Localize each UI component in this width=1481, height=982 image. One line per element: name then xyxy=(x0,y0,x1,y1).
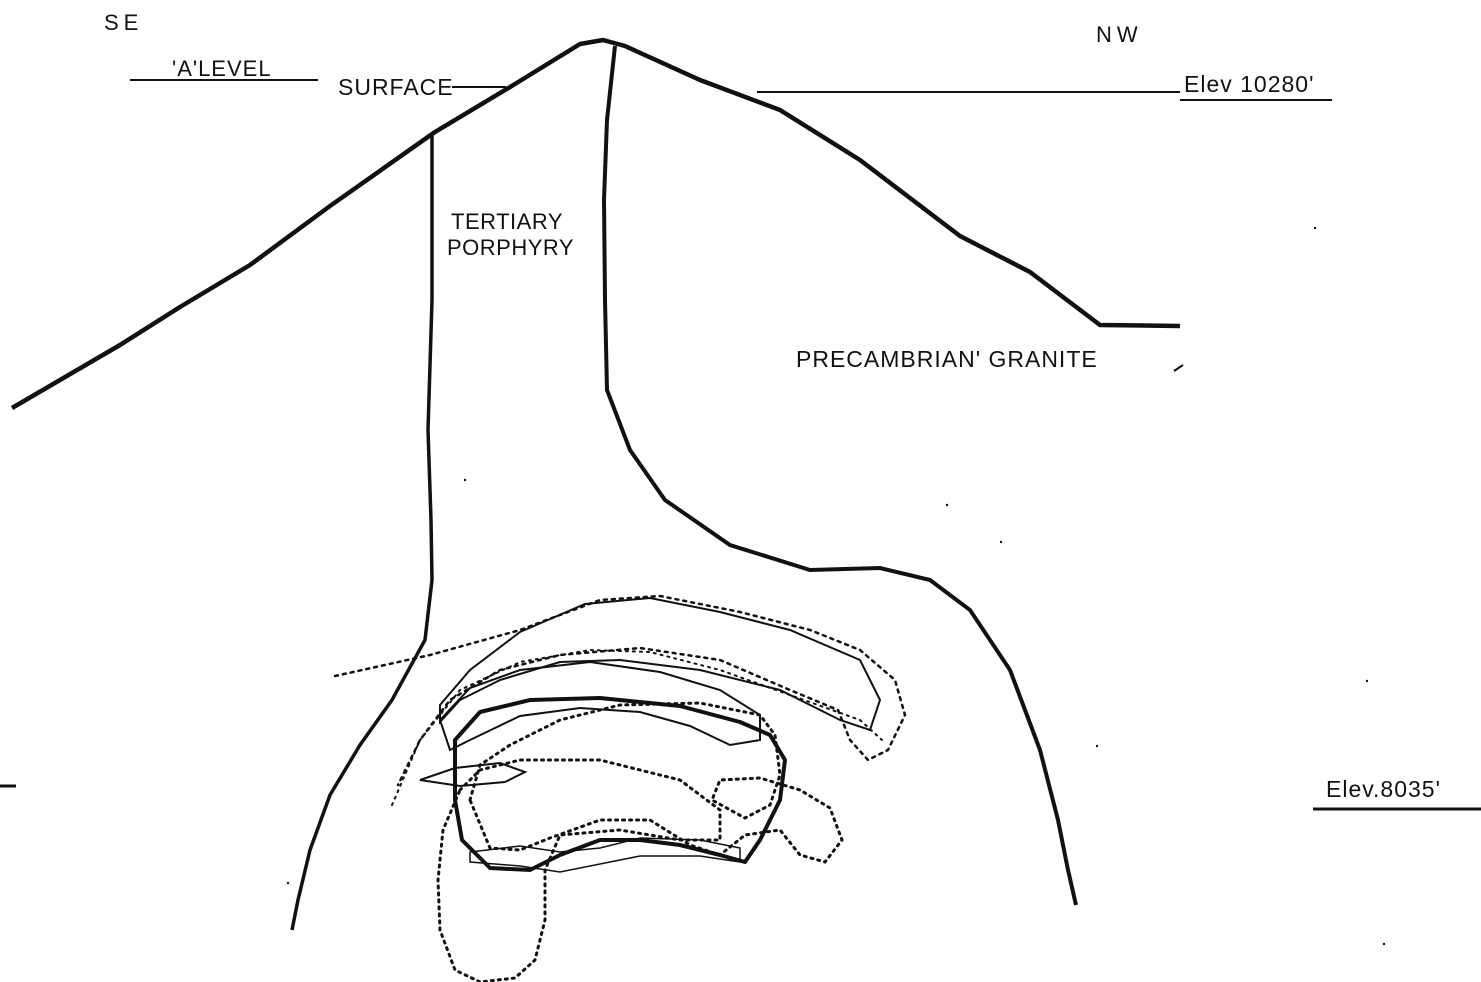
elev-bottom-label: Elev.8035' xyxy=(1326,778,1441,801)
a-level-label: 'A'LEVEL xyxy=(172,58,272,80)
surface-label: SURFACE xyxy=(338,76,454,99)
stippled-lens xyxy=(420,763,525,786)
porphyry-contact-right xyxy=(604,46,1076,905)
speck xyxy=(1366,680,1368,682)
dotted-lower-lobe xyxy=(438,760,720,982)
porphyry-label-line1: TERTIARY xyxy=(451,209,563,235)
stippled-zone xyxy=(440,598,880,730)
speck xyxy=(287,882,289,884)
elev-top-label: Elev 10280' xyxy=(1184,73,1314,96)
speck xyxy=(1314,227,1316,229)
speck xyxy=(946,504,948,506)
speck xyxy=(1096,745,1098,747)
granite-label: PRECAMBRIAN' GRANITE xyxy=(796,348,1098,371)
speck xyxy=(1000,541,1002,543)
porphyry-contact-left xyxy=(292,136,432,930)
speck xyxy=(464,479,466,481)
direction-label-se: SE xyxy=(104,12,143,34)
cross-band xyxy=(470,838,740,872)
porphyry-label-line2: PORPHYRY xyxy=(447,235,574,261)
dotted-outer-band xyxy=(335,596,905,785)
speck xyxy=(1383,943,1385,945)
granite-tick xyxy=(1174,365,1183,371)
direction-label-nw: NW xyxy=(1096,24,1143,46)
